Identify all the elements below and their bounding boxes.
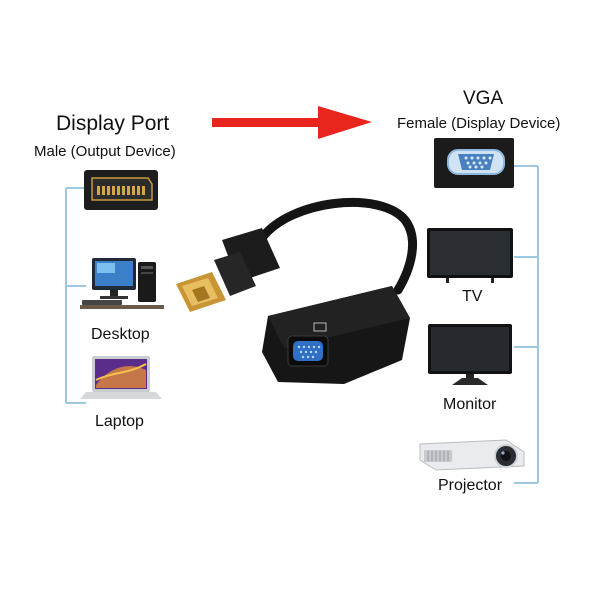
desktop-computer-icon <box>80 258 164 309</box>
laptop-label: Laptop <box>95 413 144 430</box>
projector-label: Projector <box>438 477 503 494</box>
vga-port-icon <box>434 138 514 188</box>
tv-icon <box>427 228 513 283</box>
vga-title: VGA <box>463 88 504 109</box>
displayport-plug <box>176 228 280 312</box>
tv-label: TV <box>462 288 483 305</box>
projector-icon <box>419 439 525 471</box>
monitor-label: Monitor <box>443 396 497 413</box>
desktop-label: Desktop <box>91 326 150 343</box>
adapter-cable <box>257 198 418 295</box>
direction-arrow-icon <box>212 106 372 139</box>
left-bracket <box>65 187 86 404</box>
displayport-title: Display Port <box>56 112 170 135</box>
laptop-icon <box>80 356 162 399</box>
right-bracket <box>514 165 539 484</box>
vga-adapter-body <box>262 286 410 384</box>
vga-subtitle: Female (Display Device) <box>397 115 561 132</box>
displayport-subtitle: Male (Output Device) <box>34 143 176 160</box>
displayport-port-icon <box>84 170 158 210</box>
monitor-icon <box>428 324 512 385</box>
